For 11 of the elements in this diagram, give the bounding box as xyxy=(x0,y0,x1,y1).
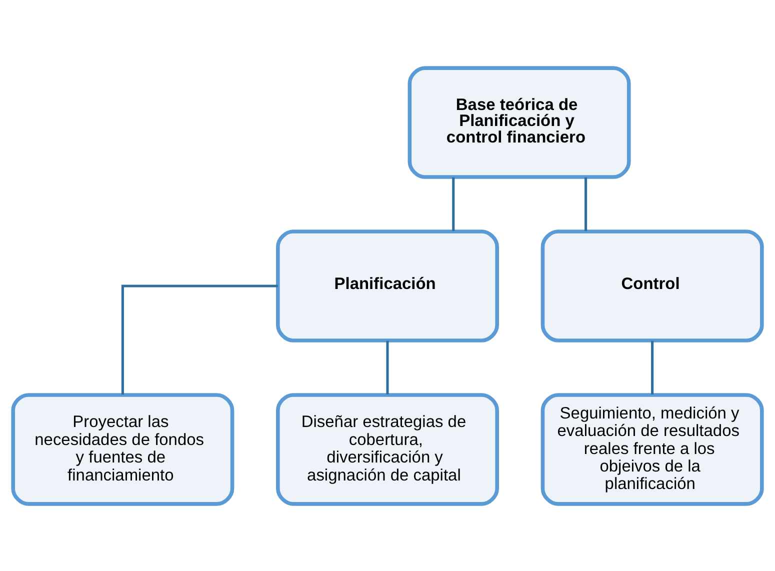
connector xyxy=(386,340,389,394)
node-box: Planificación xyxy=(276,229,499,342)
connector xyxy=(584,176,588,230)
connector xyxy=(651,340,654,394)
node-box: Base teórica de Planificación y control financiero xyxy=(408,66,631,178)
connector xyxy=(121,284,278,394)
node-box: Diseñar estrategias de cobertura, diversificación y asignación de capital xyxy=(276,392,499,506)
node-box: Control xyxy=(540,229,764,342)
node-box: Proyectar las necesidades de fondos y fuentes de financiamiento xyxy=(11,392,234,506)
node-box: Seguimiento, medición y evaluación de resultados reales frente a los objeivos de la planificación xyxy=(540,392,764,506)
connector xyxy=(452,176,455,230)
